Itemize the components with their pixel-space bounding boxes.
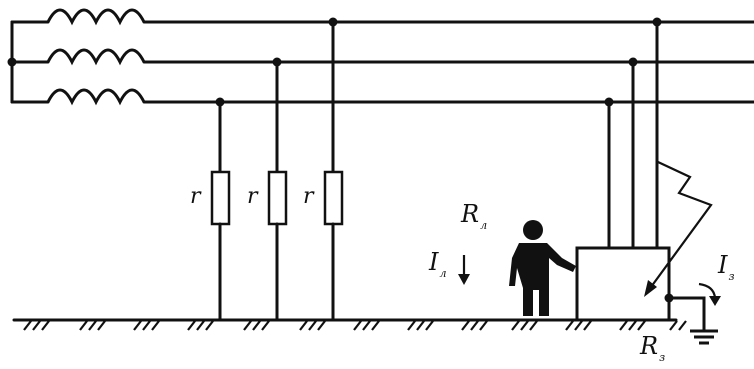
equipment-feeds — [604, 17, 662, 250]
person-figure-icon — [509, 220, 576, 316]
winding-coil-2 — [46, 48, 146, 66]
fault-arrow — [650, 161, 713, 288]
insulation-resistor-1 — [210, 97, 231, 322]
insulation-resistor-3 — [323, 17, 344, 322]
resistor-label-1: r — [190, 184, 202, 209]
phase-line-3 — [10, 88, 754, 106]
resistor-label-2: r — [247, 184, 259, 209]
winding-coil-3 — [46, 88, 146, 106]
resistor-label-3: r — [303, 184, 315, 209]
ground-resistance-label: Rз — [639, 332, 665, 364]
fault-arrow-head — [644, 280, 657, 297]
body-current-arrow — [458, 255, 470, 285]
fault-current-label: Iз — [717, 251, 734, 283]
winding-coil-1 — [46, 8, 146, 26]
insulation-resistor-2 — [267, 57, 288, 322]
body-resistance-label: Rл — [460, 200, 487, 232]
body-current-label: Iл — [428, 248, 447, 280]
phase-line-2 — [10, 48, 754, 66]
ground-hatching — [23, 320, 687, 331]
grounding-conductor — [664, 293, 718, 345]
equipment-enclosure — [575, 246, 671, 322]
fault-current-arrow — [698, 282, 721, 306]
phase-line-1 — [10, 8, 754, 26]
